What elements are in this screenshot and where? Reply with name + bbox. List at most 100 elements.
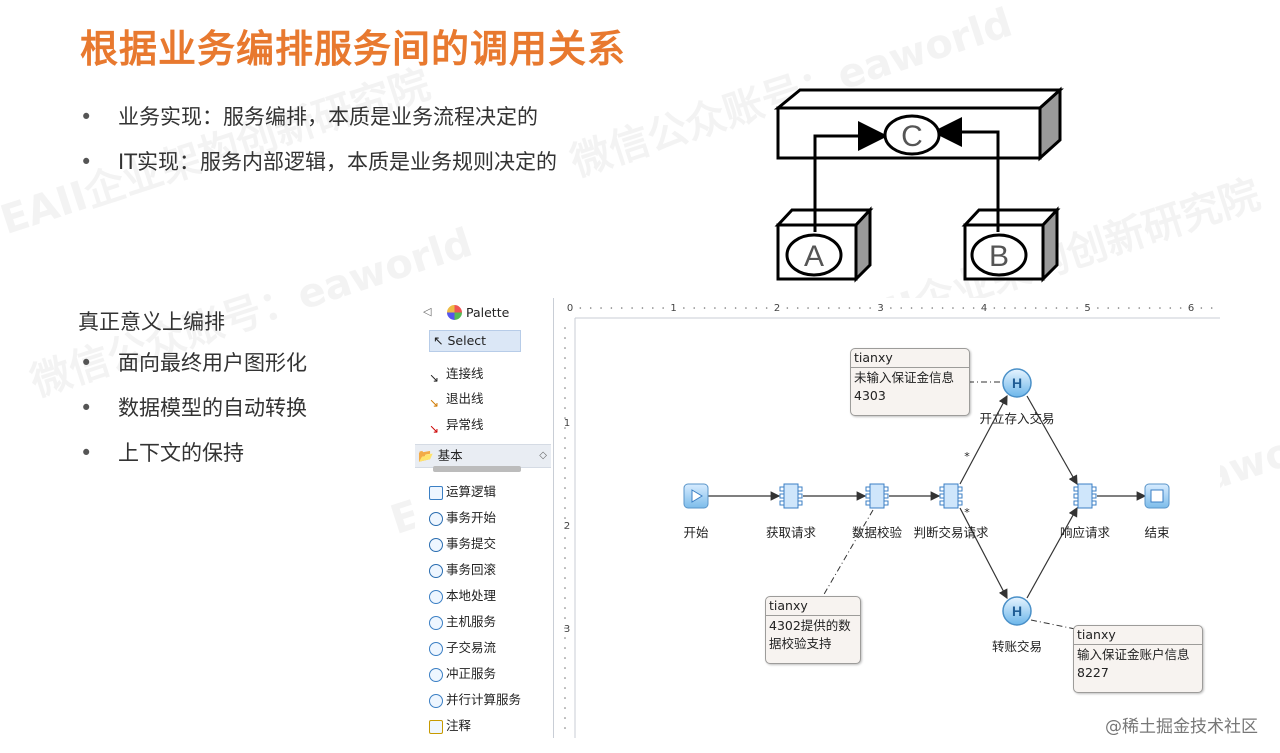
ruler-tick — [564, 417, 566, 419]
transaction-commit-icon — [429, 537, 443, 552]
ruler-tick — [564, 427, 566, 429]
ruler-tick — [564, 537, 566, 539]
ruler-tick — [564, 517, 566, 519]
node-b-label: B — [989, 240, 1009, 273]
ruler-tick — [693, 307, 695, 309]
flow-editor: ◁ Palette ↖ Select ↘连接线 ↘退出线 ↘异常线 📂 基本 ◇… — [415, 298, 1220, 738]
bullet-item: 业务实现：服务编排，本质是业务流程决定的 — [80, 102, 557, 147]
drawer-basic[interactable]: 📂 基本 ◇ — [415, 444, 551, 468]
palette-item[interactable]: 主机服务 — [429, 612, 496, 632]
node-b — [970, 233, 1028, 277]
ruler-tick — [900, 307, 902, 309]
host-glyph: H — [1012, 375, 1022, 391]
ruler-tick — [589, 307, 592, 309]
ruler-tick — [564, 627, 566, 629]
ruler-mark: 1 — [564, 418, 570, 429]
service-node-get[interactable] — [779, 483, 803, 509]
subheading: 真正意义上编排 — [78, 310, 225, 334]
ruler-tick — [1024, 307, 1027, 309]
ruler-tick — [952, 307, 954, 309]
connection-line-icon: ↘ — [429, 370, 440, 385]
reversal-icon — [429, 667, 443, 682]
ruler-tick — [662, 307, 664, 309]
palette-item[interactable]: 事务回滚 — [429, 560, 496, 580]
select-tool[interactable]: ↖ Select — [429, 330, 521, 352]
ruler-tick — [1014, 307, 1016, 309]
palette-panel: ◁ Palette ↖ Select ↘连接线 ↘退出线 ↘异常线 📂 基本 ◇… — [415, 298, 554, 738]
palette-item[interactable]: 事务开始 — [429, 508, 496, 528]
slide-title: 根据业务编排服务间的调用关系 — [80, 27, 627, 71]
edge-judge-transfer[interactable] — [959, 507, 1008, 600]
ruler-tick — [564, 397, 566, 399]
ruler-tick — [564, 687, 566, 689]
ruler-tick — [564, 527, 566, 529]
host-node-open[interactable] — [1002, 368, 1032, 398]
ruler-tick — [564, 607, 566, 609]
host-glyph: H — [1012, 603, 1022, 619]
label-end: 结束 — [1144, 525, 1170, 540]
palette-item[interactable]: 注释 — [429, 716, 471, 736]
palette-item[interactable]: 事务提交 — [429, 534, 496, 554]
bullet-item: 数据模型的自动转换 — [80, 393, 307, 438]
ruler-tick — [564, 337, 566, 339]
note-validate[interactable]: tianxy 4302提供的数据校验支持 — [765, 596, 861, 664]
ruler-tick — [941, 307, 944, 309]
ruler-tick — [564, 407, 566, 409]
ruler-tick — [564, 597, 566, 599]
service-node-validate[interactable] — [865, 483, 889, 509]
ruler-tick — [755, 307, 758, 309]
host-service-icon — [429, 615, 443, 630]
arrow-b-to-c — [932, 117, 1000, 232]
tool-exception-line[interactable]: ↘异常线 — [429, 417, 484, 436]
exit-line-icon: ↘ — [429, 395, 440, 410]
palette-title: Palette — [466, 305, 510, 320]
palette-item[interactable]: 冲正服务 — [429, 664, 496, 684]
ruler-tick — [564, 547, 566, 549]
transaction-rollback-icon — [429, 563, 443, 578]
ruler-tick — [703, 307, 706, 309]
service-node-judge[interactable] — [939, 483, 963, 509]
ruler-mark: 2 — [774, 303, 780, 314]
ruler-tick — [564, 327, 566, 329]
label-open-deposit: 开立存入交易 — [979, 411, 1055, 426]
ruler-tick — [1045, 307, 1047, 309]
top-bullet-list: 业务实现：服务编排，本质是业务流程决定的 IT实现：服务内部逻辑，本质是业务规则… — [80, 102, 557, 192]
ruler-tick — [838, 307, 840, 309]
ruler-tick — [579, 307, 582, 309]
ruler-tick — [564, 387, 566, 389]
ruler-tick — [714, 307, 716, 309]
ruler-tick — [564, 727, 566, 729]
bottom-bullet-list: 面向最终用户图形化 数据模型的自动转换 上下文的保持 — [80, 348, 307, 483]
edge-judge-open[interactable] — [959, 394, 1008, 485]
host-node-transfer[interactable] — [1002, 596, 1032, 626]
tool-connection-line[interactable]: ↘连接线 — [429, 366, 484, 385]
ruler-tick — [1159, 307, 1161, 309]
arrow-a-to-c — [813, 121, 888, 232]
edge-open-respond[interactable] — [1026, 395, 1078, 486]
ruler-tick — [1200, 307, 1203, 309]
palette-item[interactable]: 子交易流 — [429, 638, 496, 658]
ruler-tick — [564, 647, 566, 649]
ruler-tick — [564, 467, 566, 469]
palette-item[interactable]: 运算逻辑 — [429, 482, 496, 502]
service-node-respond[interactable] — [1073, 483, 1097, 509]
collapse-arrow-icon[interactable]: ◁ — [423, 305, 432, 318]
ruler-tick — [631, 307, 633, 309]
tool-exit-line[interactable]: ↘退出线 — [429, 391, 484, 410]
ruler-tick — [1097, 307, 1099, 309]
ruler-tick — [962, 307, 965, 309]
ruler-mark: 3 — [564, 624, 570, 635]
palette-item[interactable]: 本地处理 — [429, 586, 496, 606]
drawer-toggle-icon[interactable]: ◇ — [539, 450, 547, 461]
ruler-tick — [1210, 307, 1213, 309]
ruler-mark: 5 — [1084, 303, 1090, 314]
ruler-tick — [817, 307, 820, 309]
palette-item[interactable]: 并行计算服务 — [429, 690, 521, 710]
edge-transfer-respond[interactable] — [1026, 506, 1078, 599]
edge-mark: * — [964, 450, 970, 463]
label-respond: 响应请求 — [1059, 525, 1111, 540]
